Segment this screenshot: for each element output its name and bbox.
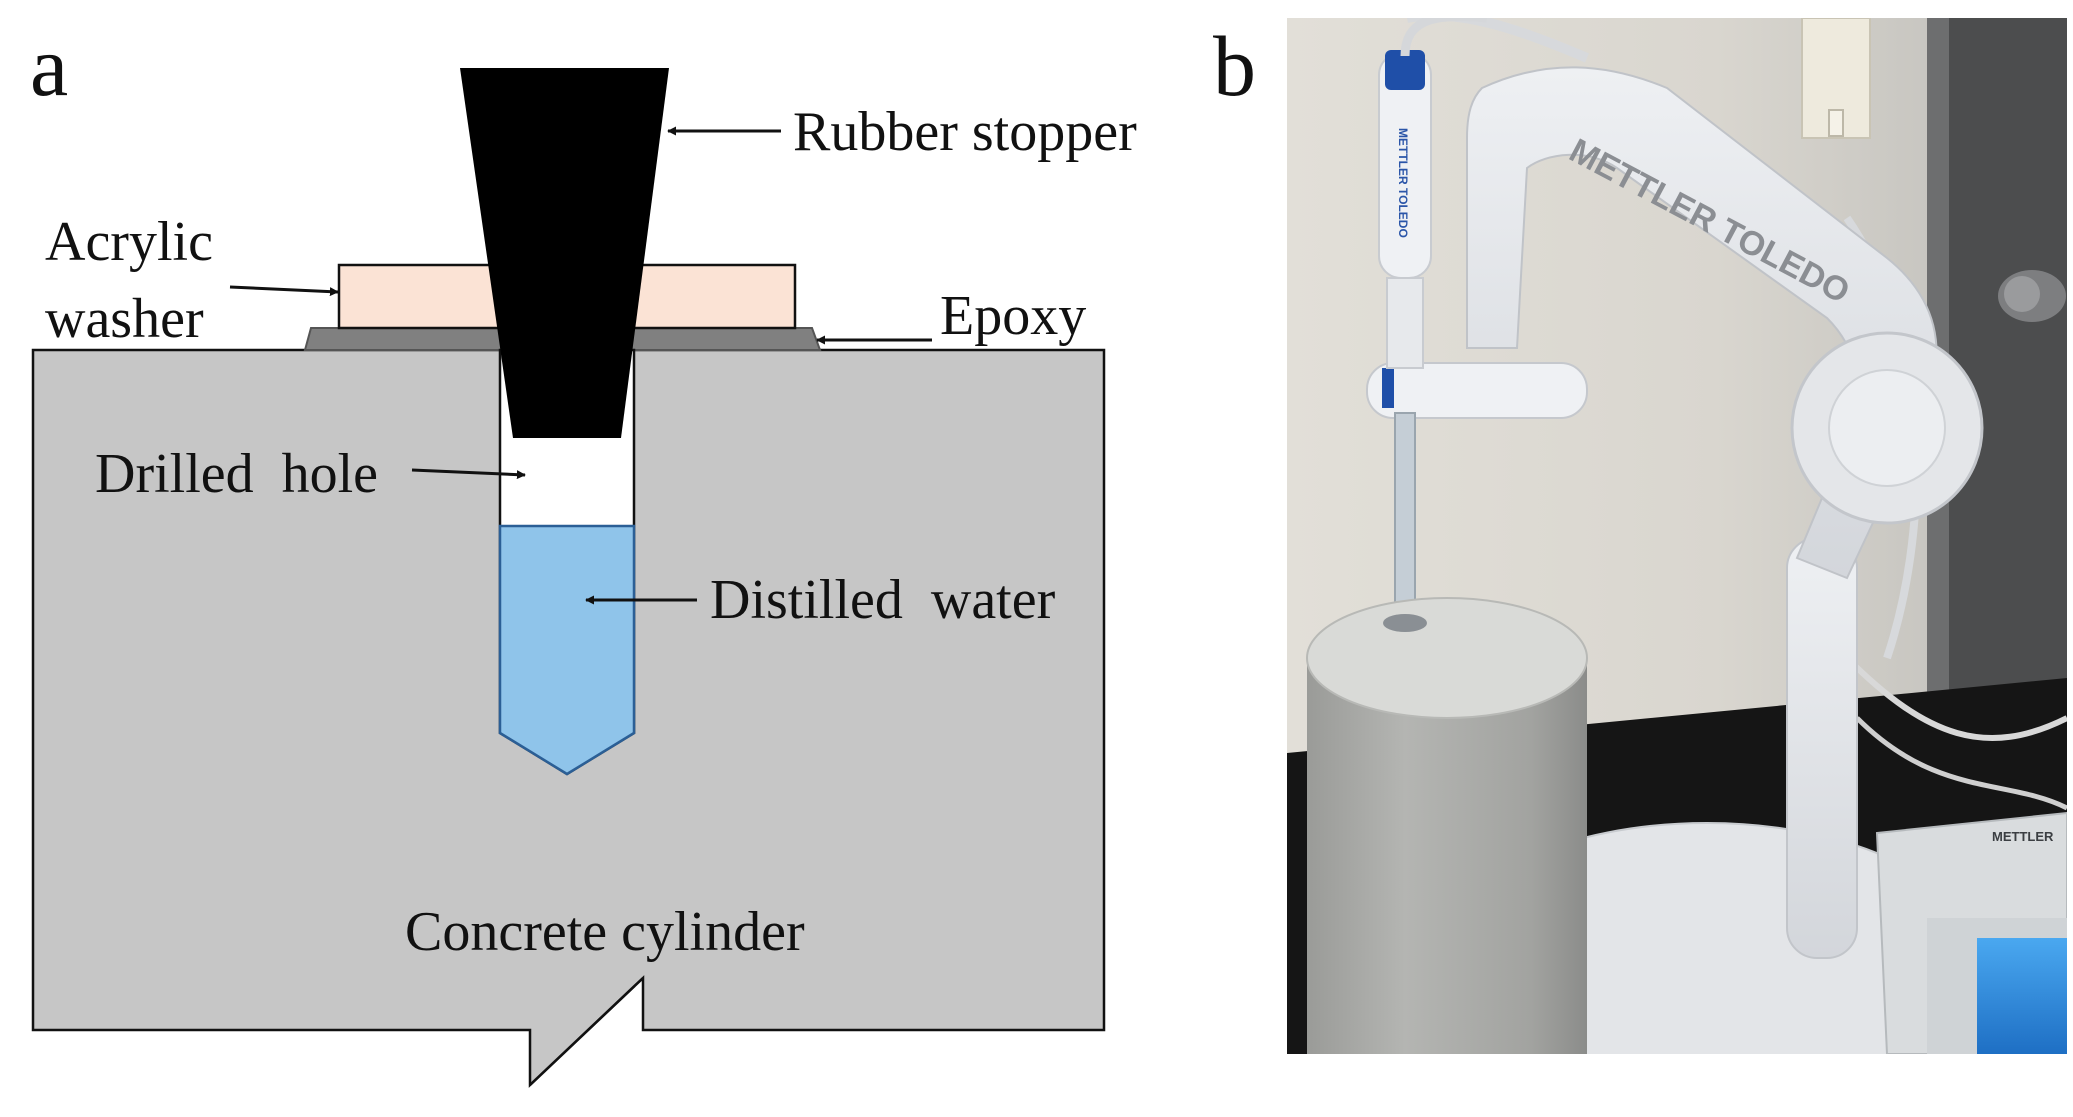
- acrylic-label-line2: washer: [45, 288, 204, 350]
- panel-a-letter: a: [30, 18, 68, 114]
- probe-brand-text: METTLER TOLEDO: [1396, 128, 1410, 238]
- panel-b: b: [1213, 18, 2067, 1054]
- distilled-water-label: Distilled water: [710, 569, 1056, 631]
- acrylic-label-line1: Acrylic: [45, 211, 213, 273]
- panel-a: a Rubber stopper Acrylic washer Epoxy Dr…: [30, 18, 1137, 1088]
- break-line: [529, 977, 644, 1086]
- acrylic-washer-arrow: [229, 285, 339, 297]
- photo: METTLER TOLEDO METTLER TOLEDO METTLER: [1287, 18, 2067, 1054]
- panel-b-letter: b: [1213, 18, 1256, 114]
- rubber-stopper-label: Rubber stopper: [793, 101, 1137, 163]
- drilled-hole-arrow: [411, 468, 526, 480]
- drilled-hole-label: Drilled hole: [95, 443, 378, 505]
- meter-brand-text: METTLER: [1992, 829, 2054, 844]
- epoxy-label: Epoxy: [940, 285, 1086, 347]
- concrete-cylinder-label: Concrete cylinder: [405, 901, 805, 963]
- distilled-water: [498, 524, 636, 776]
- rubber-stopper: [460, 68, 669, 438]
